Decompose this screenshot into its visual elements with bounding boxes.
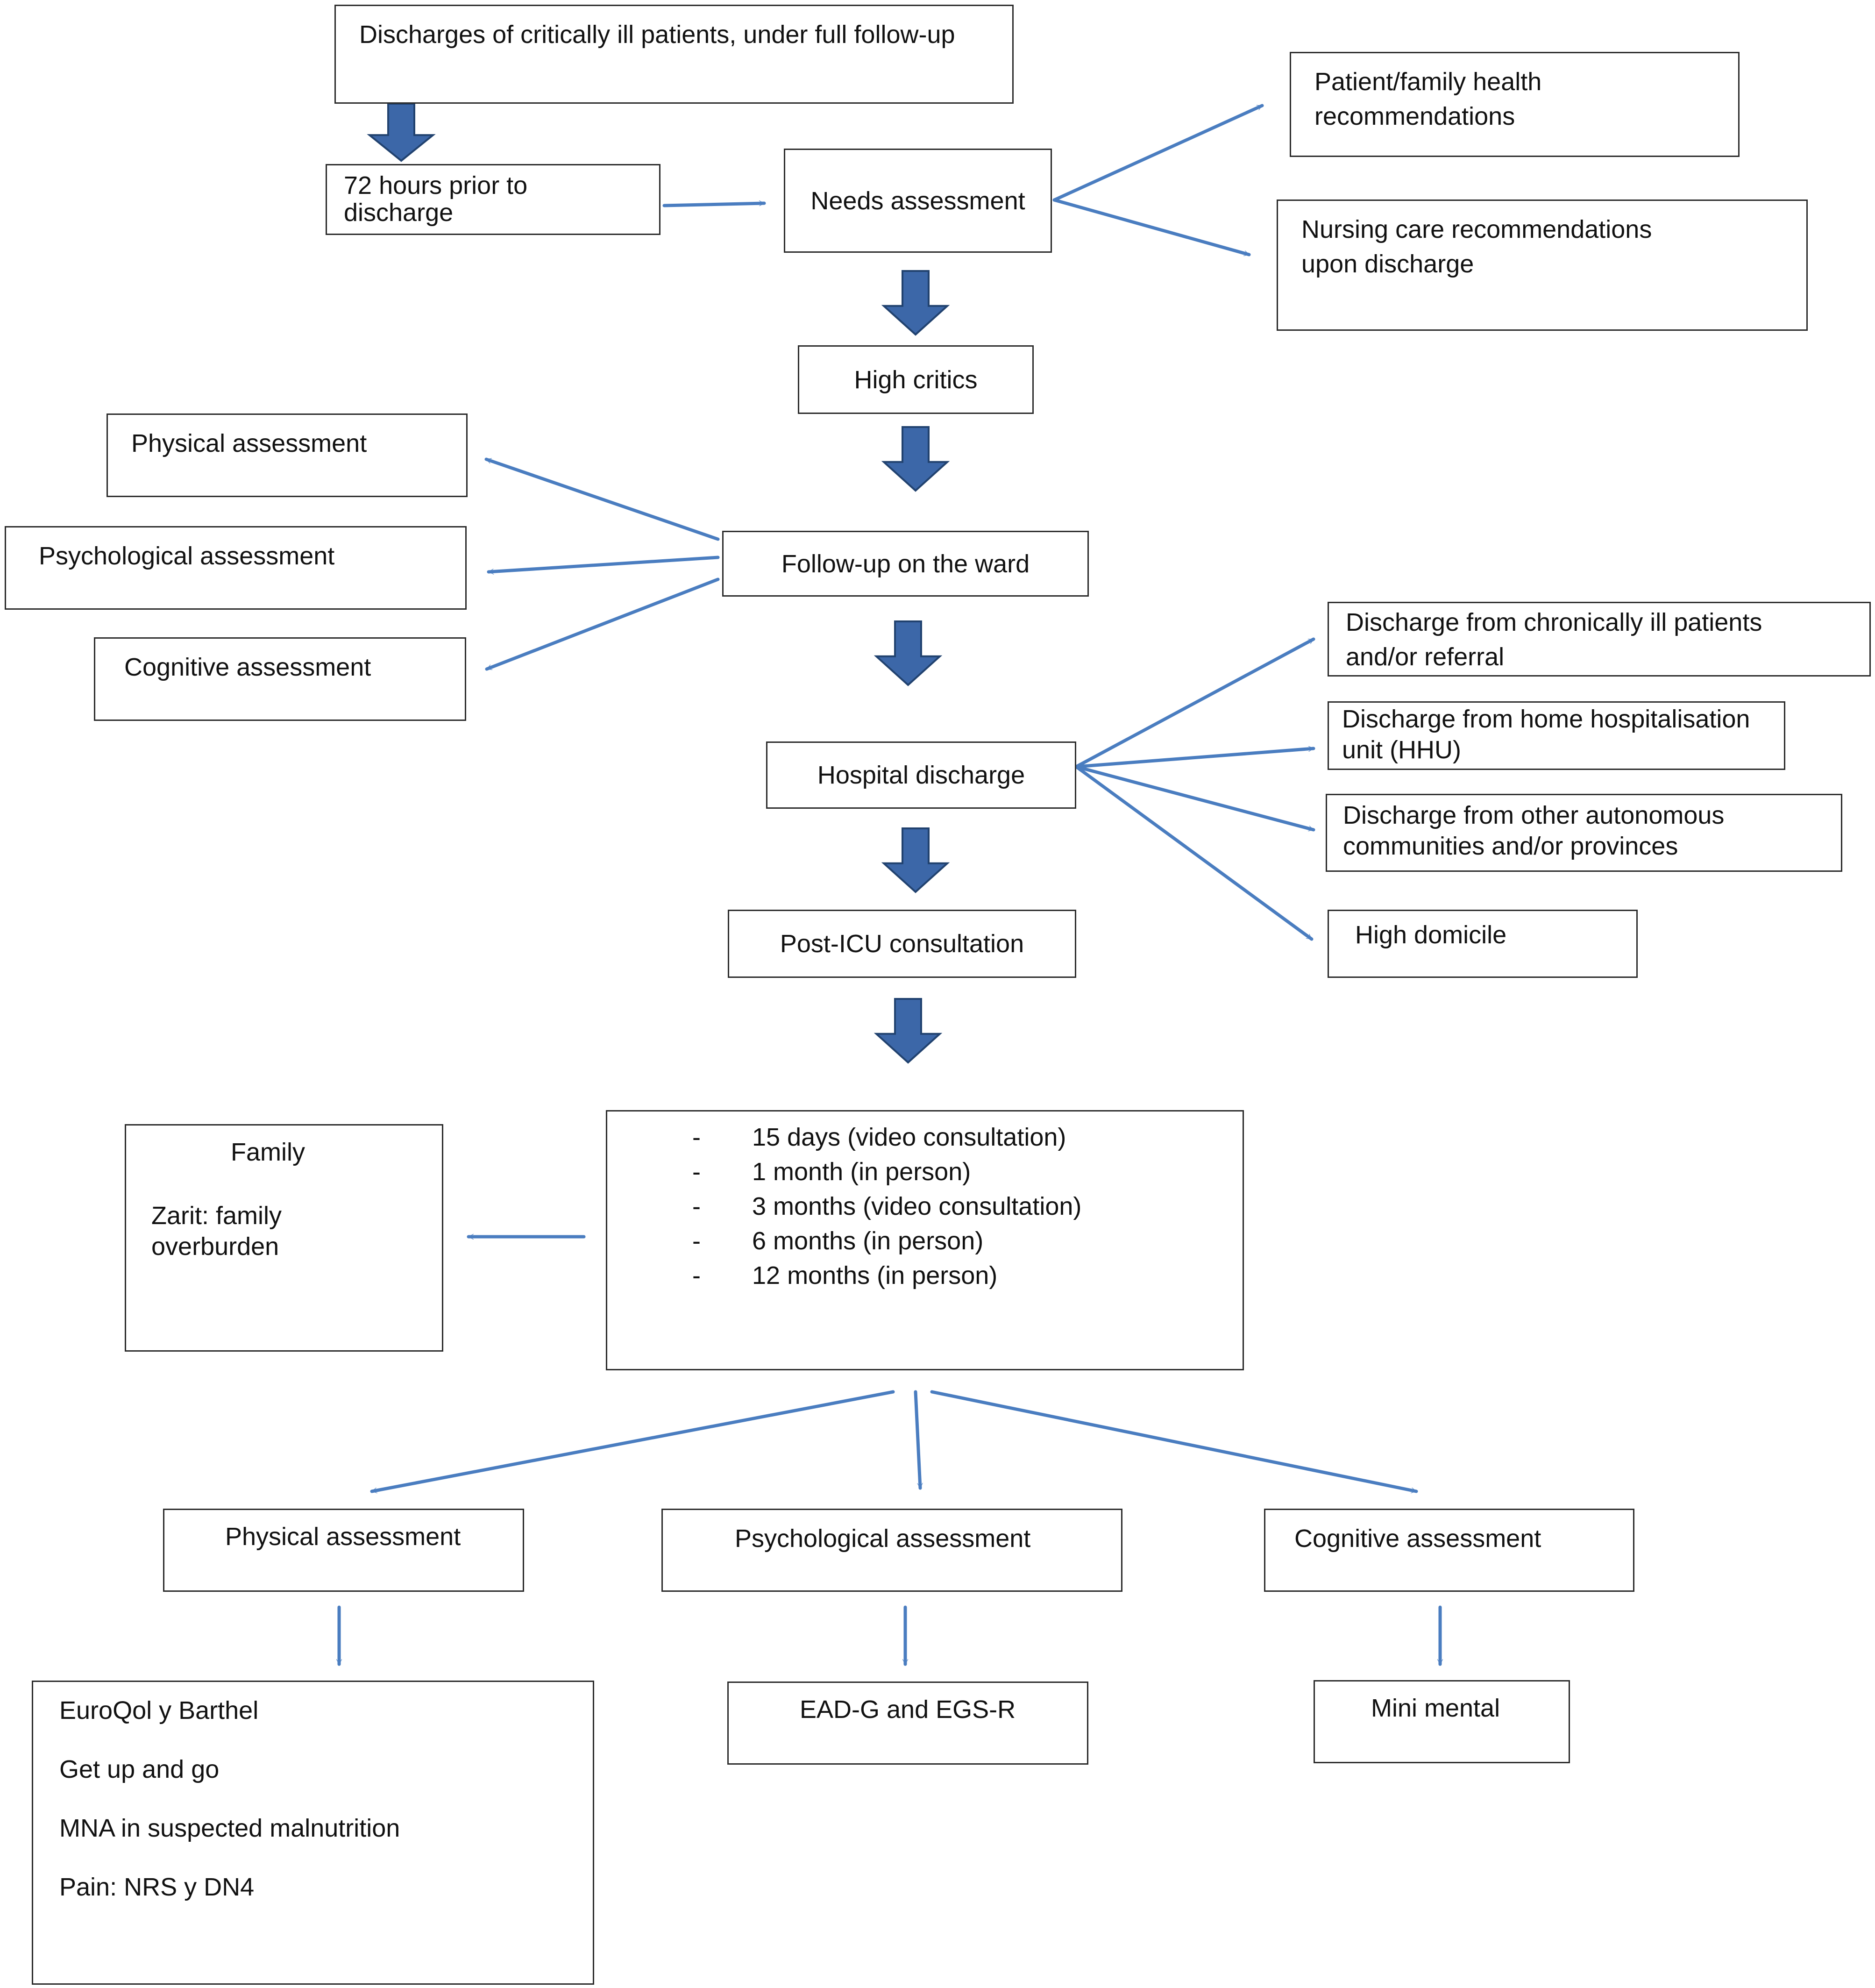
schedule-dash: -: [692, 1123, 701, 1151]
box-final-physical-text: Physical assessment: [225, 1523, 461, 1551]
box-follow-up-ward: Follow-up on the ward: [722, 531, 1089, 597]
arrow-ward-to-psychological: [487, 556, 720, 572]
box-ward-cognitive-assessment: Cognitive assessment: [94, 637, 466, 721]
box-final-psychological-text: Psychological assessment: [735, 1525, 1031, 1553]
arrow-needs-to-patient-family: [1052, 104, 1264, 202]
box-ward-physical-assessment: Physical assessment: [107, 413, 468, 497]
block-arrow-needs-to-high-critics: [881, 270, 950, 336]
schedule-dash: -: [692, 1158, 701, 1186]
arrow-discharge-to-other: [1074, 765, 1315, 832]
box-hospital-discharge-text: Hospital discharge: [817, 761, 1025, 789]
box-needs-assessment: Needs assessment: [784, 149, 1052, 253]
box-physical-tools: EuroQol y Barthel Get up and go MNA in s…: [32, 1681, 594, 1985]
schedule-dash: -: [692, 1192, 701, 1220]
box-family-title: Family: [231, 1138, 305, 1166]
box-discharges: Discharges of critically ill patients, u…: [334, 5, 1014, 104]
box-ward-cognitive-text: Cognitive assessment: [124, 653, 371, 681]
physical-tool-item: Pain: NRS y DN4: [59, 1873, 255, 1901]
box-hospital-discharge: Hospital discharge: [766, 741, 1076, 809]
cog-tools-text: Mini mental: [1371, 1694, 1500, 1722]
box-72-hours-prior-text: 72 hours prior to discharge: [344, 171, 528, 227]
arrow-ward-to-cognitive: [485, 577, 720, 671]
arrow-72h-to-needs: [662, 203, 766, 207]
physical-tool-item: EuroQol y Barthel: [59, 1696, 259, 1724]
box-discharge-hhu-text: Discharge from home hospitalisation unit…: [1342, 705, 1750, 764]
box-follow-up-ward-text: Follow-up on the ward: [781, 549, 1030, 578]
box-ward-physical-text: Physical assessment: [131, 429, 367, 457]
arrow-ward-to-physical: [484, 457, 720, 541]
schedule-text: 1 month (in person): [752, 1158, 971, 1186]
box-final-psychological-assessment: Psychological assessment: [661, 1509, 1122, 1592]
schedule-text: 12 months (in person): [752, 1261, 998, 1290]
psych-tools-text: EAD-G and EGS-R: [800, 1696, 1016, 1724]
schedule-text: 6 months (in person): [752, 1227, 984, 1255]
box-family-text: Zarit: family overburden: [151, 1202, 282, 1261]
physical-tool-item: Get up and go: [59, 1755, 220, 1783]
box-post-icu-consultation: Post-ICU consultation: [728, 910, 1076, 978]
block-arrow-discharges-to-72h: [367, 103, 436, 162]
box-discharge-chronic: Discharge from chronically ill patients …: [1328, 602, 1871, 677]
box-discharge-hhu: Discharge from home hospitalisation unit…: [1328, 701, 1785, 770]
arrow-needs-to-nursing: [1052, 198, 1251, 257]
box-discharge-other: Discharge from other autonomous communit…: [1326, 794, 1842, 872]
schedule-item: - 1 month (in person): [607, 1154, 1243, 1189]
box-consultation-schedule: - 15 days (video consultation) - 1 month (…: [606, 1110, 1244, 1370]
box-nursing-text: Nursing care recommendations upon discha…: [1301, 215, 1652, 278]
box-high-domicile-text: High domicile: [1355, 921, 1507, 949]
schedule-dash: -: [692, 1261, 701, 1290]
box-cog-tools: Mini mental: [1314, 1680, 1570, 1763]
box-72-hours-prior: 72 hours prior to discharge: [326, 164, 661, 235]
box-ward-psychological-assessment: Psychological assessment: [5, 526, 467, 610]
schedule-item: - 15 days (video consultation): [607, 1120, 1243, 1154]
schedule-item: - 12 months (in person): [607, 1258, 1243, 1293]
box-ward-psychological-text: Psychological assessment: [39, 542, 335, 570]
box-patient-family-text: Patient/family health recommendations: [1314, 68, 1542, 130]
box-needs-assessment-text: Needs assessment: [810, 186, 1025, 215]
box-discharge-chronic-text: Discharge from chronically ill patients …: [1346, 608, 1762, 671]
box-discharges-text: Discharges of critically ill patients, u…: [359, 21, 955, 49]
box-nursing-care-recommendations: Nursing care recommendations upon discha…: [1277, 200, 1808, 331]
box-final-cognitive-text: Cognitive assessment: [1294, 1525, 1541, 1553]
arrow-schedule-to-cognitive: [930, 1390, 1418, 1491]
box-post-icu-text: Post-ICU consultation: [780, 930, 1024, 958]
box-high-critics-text: High critics: [854, 365, 978, 394]
arrow-discharge-to-chronic: [1074, 637, 1315, 769]
schedule-text: 3 months (video consultation): [752, 1192, 1082, 1220]
schedule-dash: -: [692, 1227, 701, 1255]
schedule-text: 15 days (video consultation): [752, 1123, 1066, 1151]
box-final-physical-assessment: Physical assessment: [163, 1509, 524, 1592]
box-family: Family Zarit: family overburden: [125, 1124, 443, 1352]
block-arrow-high-critics-to-ward: [881, 426, 950, 492]
box-discharge-other-text: Discharge from other autonomous communit…: [1343, 801, 1725, 860]
arrow-schedule-to-psychological: [914, 1390, 920, 1490]
block-arrow-post-icu-to-schedule: [874, 998, 943, 1064]
schedule-list: - 15 days (video consultation) - 1 month (…: [607, 1112, 1243, 1293]
box-final-cognitive-assessment: Cognitive assessment: [1264, 1509, 1634, 1592]
box-patient-family-recommendations: Patient/family health recommendations: [1290, 52, 1740, 157]
arrow-schedule-to-physical: [370, 1390, 895, 1491]
physical-tool-item: MNA in suspected malnutrition: [59, 1814, 400, 1842]
arrow-discharge-to-hhu: [1074, 748, 1315, 769]
block-arrow-ward-to-discharge: [874, 620, 943, 686]
box-high-domicile: High domicile: [1328, 910, 1638, 978]
arrow-discharge-to-domicile: [1074, 765, 1314, 941]
box-high-critics: High critics: [798, 345, 1034, 414]
schedule-item: - 6 months (in person): [607, 1224, 1243, 1258]
block-arrow-discharge-to-post-icu: [881, 827, 950, 893]
schedule-item: - 3 months (video consultation): [607, 1189, 1243, 1224]
box-psych-tools: EAD-G and EGS-R: [727, 1682, 1088, 1765]
